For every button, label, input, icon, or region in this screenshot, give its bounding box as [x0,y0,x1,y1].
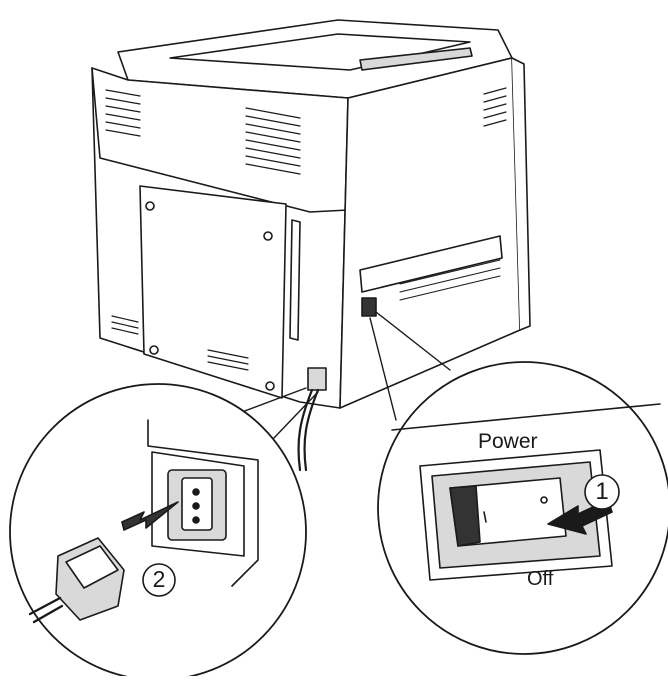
screw-icon [149,345,159,355]
zoom-circle-switch [377,361,668,655]
power-switch-label: Power [478,430,538,453]
step-2-badge [142,563,176,597]
step-2-number: 2 [152,566,166,592]
printer-rear-face [91,67,349,409]
rear-vent-left [105,89,141,137]
power-cord [297,388,314,472]
rear-vent-right [245,107,301,175]
printer-power-switch [361,297,377,317]
screw-icon [265,381,275,391]
panel-vent [207,349,249,371]
lower-left-vent [111,315,139,335]
off-position-label: Off [527,568,554,590]
printer-side-face [339,57,531,409]
printer-power-inlet [307,367,327,391]
side-vent-bottom [399,259,501,301]
rear-access-panel [139,185,287,399]
step-1-badge [584,474,620,510]
screw-icon [263,231,273,241]
printer-top-tray [117,19,513,99]
screw-icon [145,201,155,211]
zoom-circle-inlet [9,383,307,681]
step-1-number: 1 [595,478,609,505]
unplug-arrow-icon [121,501,179,531]
side-vent-top [483,87,507,127]
